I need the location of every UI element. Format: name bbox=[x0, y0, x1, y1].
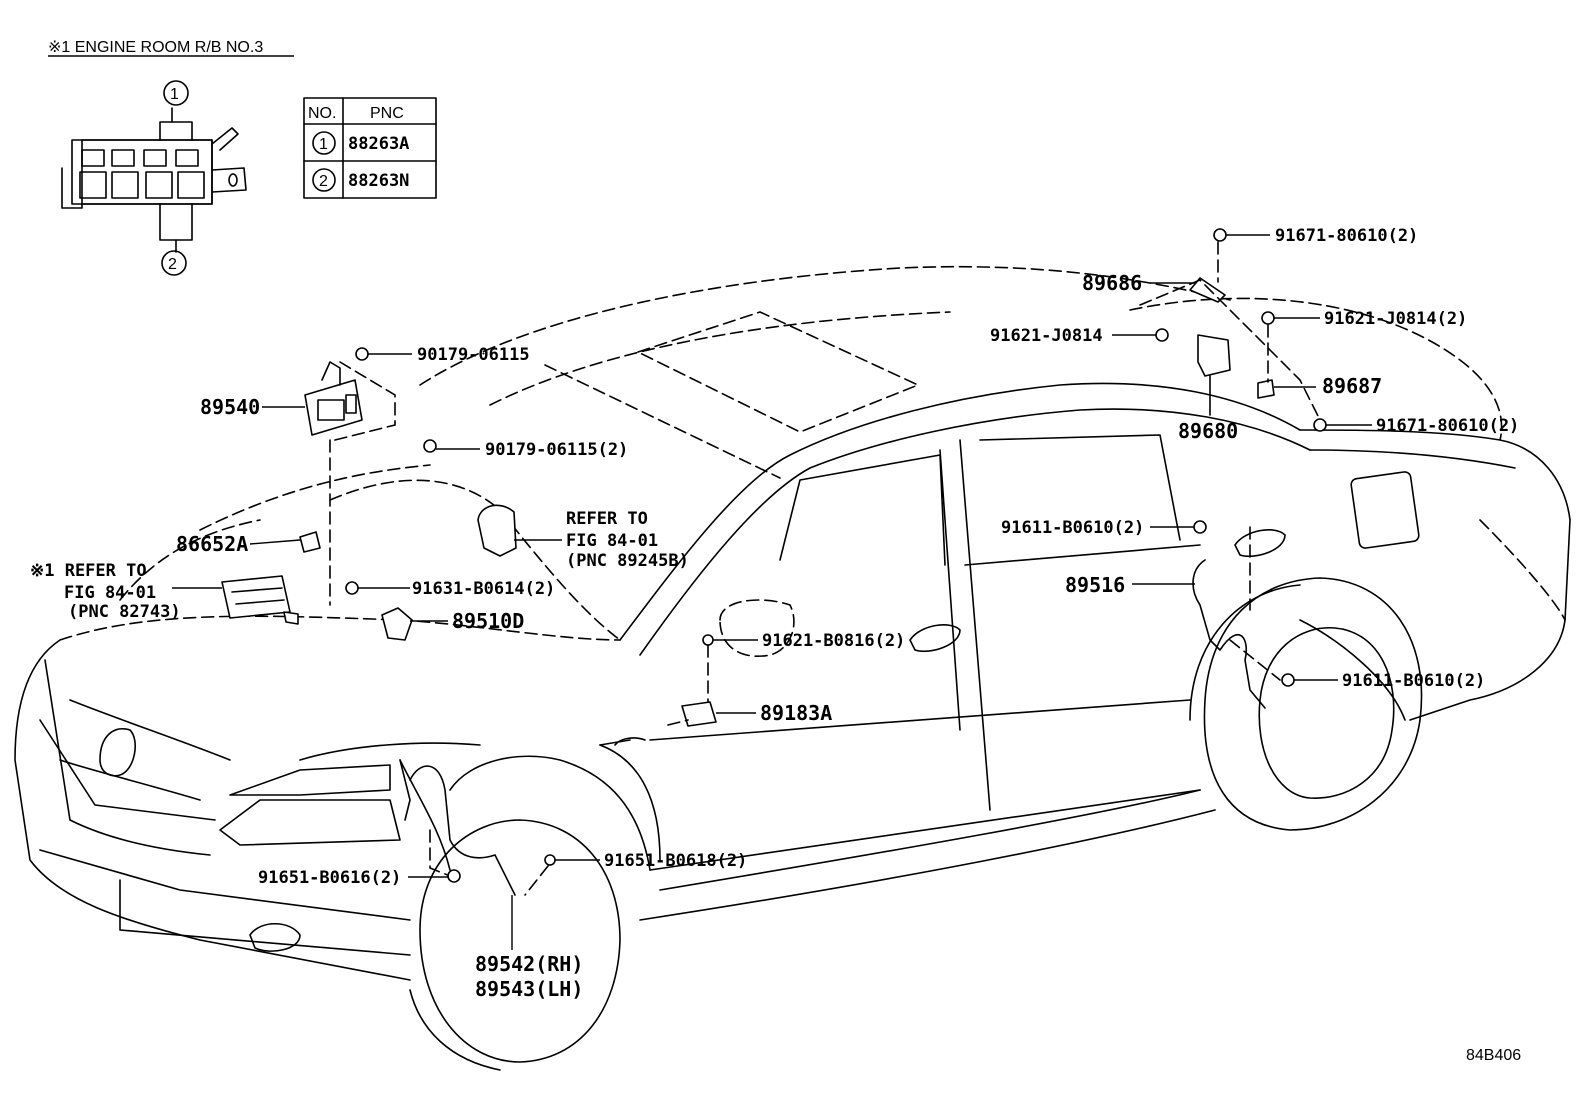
part-89680 bbox=[1197, 334, 1231, 377]
bolt-91621-J0814-right bbox=[1261, 311, 1275, 325]
table-header-pnc: PNC bbox=[370, 105, 404, 122]
table-row-2-no: 2 bbox=[319, 173, 328, 190]
bolt-91651-B0616 bbox=[447, 869, 461, 883]
part-89516 bbox=[1192, 559, 1266, 709]
part-86652A bbox=[299, 531, 321, 553]
table-header-no: NO. bbox=[308, 105, 336, 122]
ref2-line2: FIG 84-01 bbox=[566, 531, 658, 551]
part-89183A bbox=[681, 701, 717, 727]
ref1-line2: FIG 84-01 bbox=[64, 583, 156, 603]
part-89687 bbox=[1257, 379, 1275, 399]
car-body bbox=[14, 265, 1571, 1071]
bolt-91671-80610-top bbox=[1213, 228, 1227, 242]
labels: 89540 90179-06115 90179-06115(2) 86652A … bbox=[30, 226, 1521, 1064]
bolt-91621-B0816 bbox=[702, 634, 714, 646]
label-86652A: 86652A bbox=[176, 532, 248, 556]
part-89510D bbox=[381, 607, 413, 641]
part-pnc-82743 bbox=[221, 575, 291, 619]
relay-block-drawing: 1 2 bbox=[61, 80, 247, 276]
ref1-line1: ※1 REFER TO bbox=[30, 561, 147, 581]
label-89510D: 89510D bbox=[452, 609, 524, 633]
ref2-line1: REFER TO bbox=[566, 509, 648, 529]
label-90179-06115: 90179-06115 bbox=[417, 345, 530, 365]
figure-code: 84B406 bbox=[1466, 1047, 1521, 1064]
label-91651-B0618: 91651-B0618(2) bbox=[604, 851, 747, 871]
label-91621-J0814-right: 91621-J0814(2) bbox=[1324, 309, 1467, 329]
ref1-line3: (PNC 82743) bbox=[68, 602, 181, 622]
pnc-table: NO. PNC 1 2 88263A 88263N bbox=[303, 97, 437, 199]
label-89542: 89542(RH) bbox=[475, 952, 583, 976]
label-89540: 89540 bbox=[200, 395, 260, 419]
label-91621-B0816: 91621-B0816(2) bbox=[762, 631, 905, 651]
part-89540 bbox=[304, 361, 363, 436]
table-row-1-no: 1 bbox=[319, 136, 328, 153]
ref2-line3: (PNC 89245B) bbox=[566, 551, 689, 571]
callout-1: 1 bbox=[170, 86, 179, 103]
clip-91631-B0614 bbox=[345, 581, 359, 595]
label-91671-80610-right: 91671-80610(2) bbox=[1376, 416, 1519, 436]
label-89183A: 89183A bbox=[760, 701, 832, 725]
leader-lines bbox=[172, 234, 1372, 950]
label-91651-B0616: 91651-B0616(2) bbox=[258, 868, 401, 888]
label-91611-B0610-upper: 91611-B0610(2) bbox=[1001, 518, 1144, 538]
parts bbox=[221, 228, 1327, 896]
callout-2: 2 bbox=[168, 256, 177, 273]
label-89686: 89686 bbox=[1082, 271, 1142, 295]
part-pnc-89245B bbox=[477, 504, 517, 557]
nut-90179-06115 bbox=[355, 347, 369, 361]
relay-block-title: ※1 ENGINE ROOM R/B NO.3 bbox=[48, 39, 263, 56]
bolt-91651-B0618 bbox=[544, 854, 556, 866]
bolt-91611-B0610-lower bbox=[1281, 673, 1295, 687]
label-89543: 89543(LH) bbox=[475, 977, 583, 1001]
nut-90179-06115-2 bbox=[423, 439, 437, 453]
label-91671-80610-top: 91671-80610(2) bbox=[1275, 226, 1418, 246]
label-91611-B0610-lower: 91611-B0610(2) bbox=[1342, 671, 1485, 691]
table-row-2-pnc: 88263N bbox=[348, 171, 409, 191]
label-90179-06115-2: 90179-06115(2) bbox=[485, 440, 628, 460]
relay-block-inset: ※1 ENGINE ROOM R/B NO.3 1 2 bbox=[48, 39, 294, 276]
part-89542-89543 bbox=[399, 759, 516, 896]
bolt-91621-J0814-left bbox=[1155, 328, 1169, 342]
label-91631-B0614: 91631-B0614(2) bbox=[412, 579, 555, 599]
label-91621-J0814-left: 91621-J0814 bbox=[990, 326, 1103, 346]
table-row-1-pnc: 88263A bbox=[348, 134, 409, 154]
label-89687: 89687 bbox=[1322, 374, 1382, 398]
label-89516: 89516 bbox=[1065, 573, 1125, 597]
bolt-91611-B0610-upper bbox=[1193, 520, 1207, 534]
bolt-91671-80610-right bbox=[1313, 418, 1327, 432]
label-89680: 89680 bbox=[1178, 419, 1238, 443]
